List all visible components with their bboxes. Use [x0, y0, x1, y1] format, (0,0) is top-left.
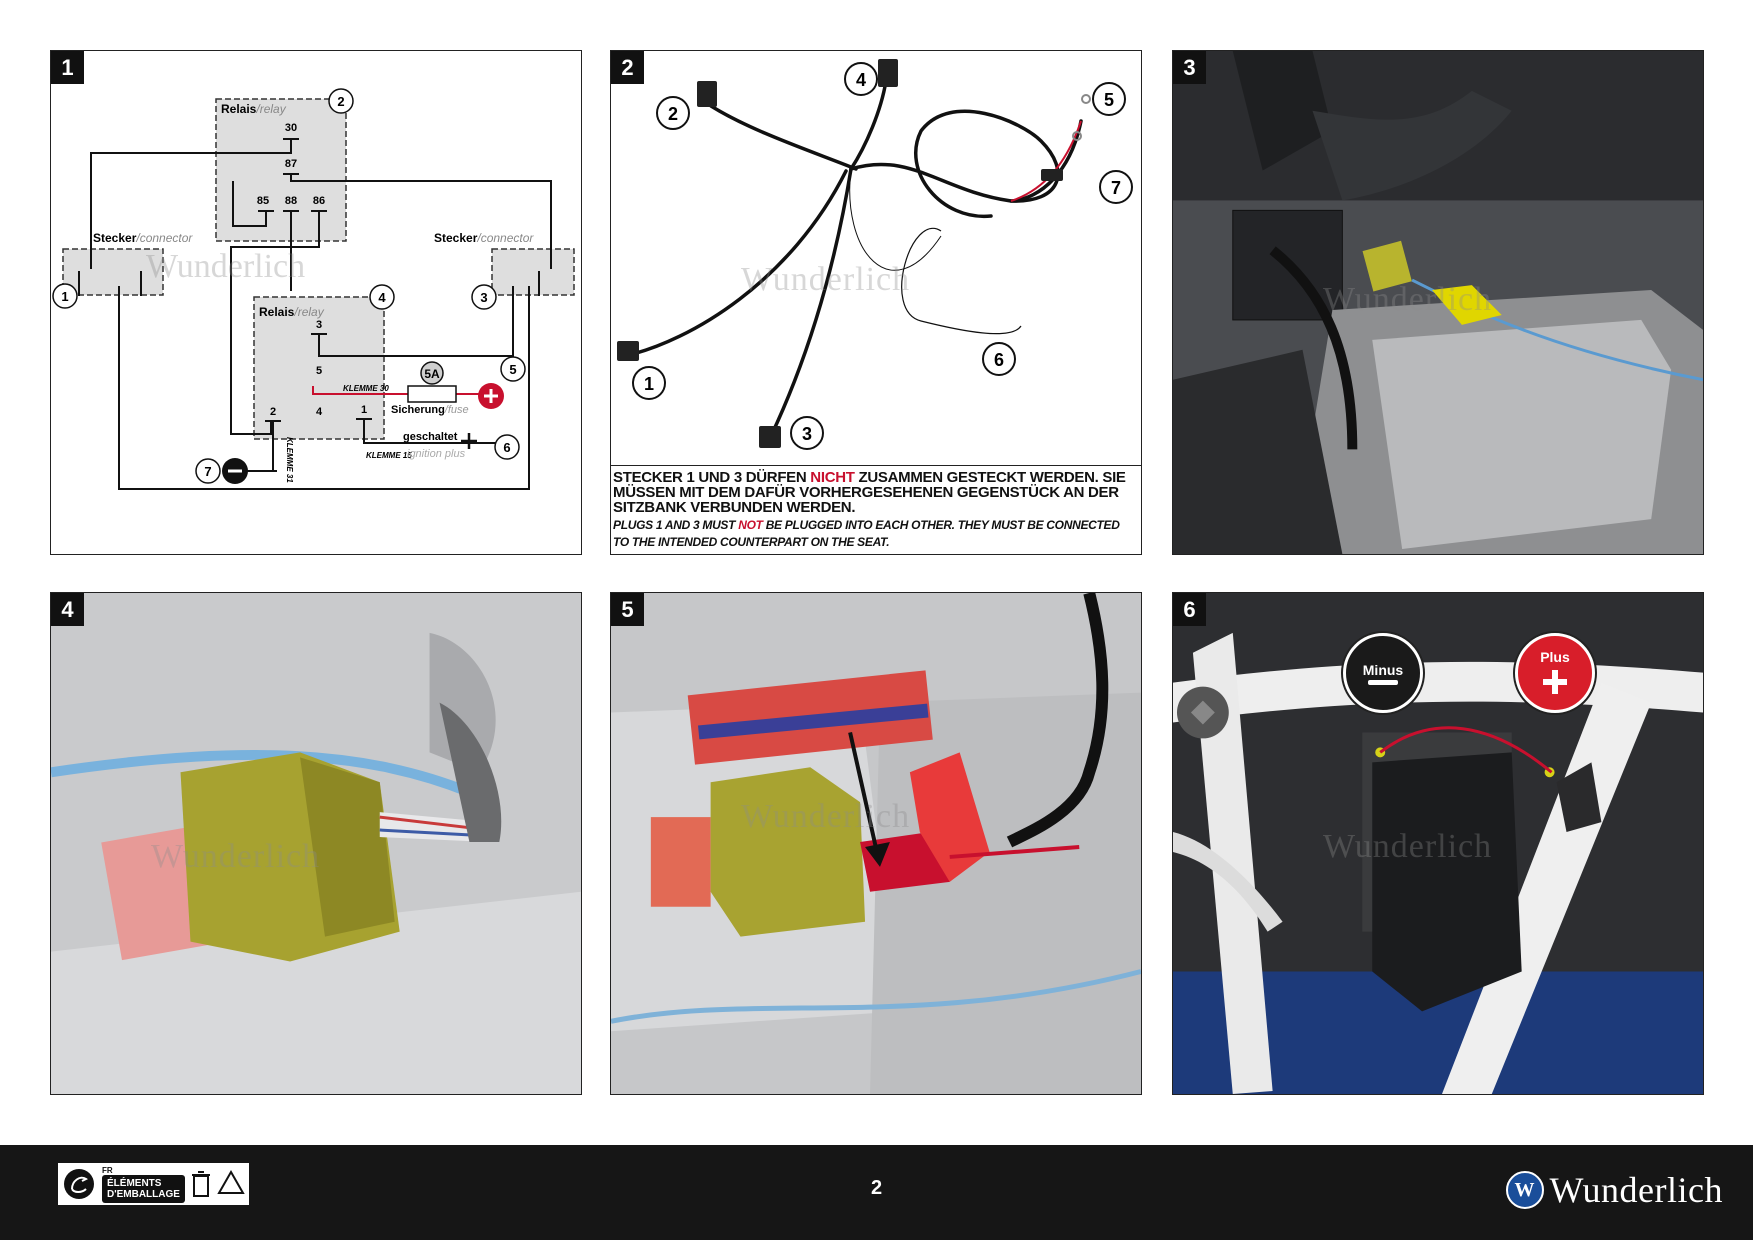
plus-symbol — [461, 433, 477, 449]
brand-logo: W Wunderlich — [1505, 1169, 1724, 1211]
panel-number: 2 — [611, 51, 644, 84]
callout-6: 6 — [503, 440, 510, 455]
klemme-31-label: KLEMME 31 — [285, 437, 294, 483]
switched-label-en: ignition plus — [407, 448, 466, 460]
page-number: 2 — [870, 1177, 883, 1199]
fuse-value-circle — [420, 361, 444, 385]
pin-4: 4 — [316, 406, 323, 418]
panel-number: 4 — [51, 593, 84, 626]
pin-1: 1 — [361, 404, 367, 416]
switched-label: geschaltet — [403, 431, 458, 443]
panel-photo-6: 6 Wunderlich Minus Plus — [1172, 592, 1704, 1095]
brand-icon: W — [1505, 1171, 1544, 1209]
connector-right-box — [491, 248, 575, 296]
callout-1: 1 — [61, 289, 68, 304]
callout-3: 3 — [480, 290, 487, 305]
pin-85: 85 — [257, 195, 269, 207]
brand-name: Wunderlich — [1549, 1170, 1723, 1210]
warning-note: Stecker 1 und 3 dürfen nicht zusammen ge… — [611, 465, 1141, 554]
connector-left-label: Stecker — [93, 231, 137, 245]
pin-88: 88 — [285, 195, 297, 207]
bin-icon — [191, 1171, 210, 1197]
callout-6: 6 — [994, 350, 1004, 370]
minus-bubble: Minus — [1343, 633, 1423, 713]
fuse-label-en: /fuse — [444, 404, 469, 416]
pin-87: 87 — [285, 158, 297, 170]
pin-2: 2 — [270, 406, 276, 418]
panel-number: 6 — [1173, 593, 1206, 626]
relay-bottom-label-en: /relay — [293, 305, 324, 319]
pin-5: 5 — [316, 365, 322, 377]
panel-number: 1 — [51, 51, 84, 84]
minus-label: Minus — [1362, 661, 1404, 678]
plus-label: Plus — [1540, 649, 1570, 665]
photo-tap-connector — [611, 593, 1141, 1094]
relay-top-label: Relais — [221, 102, 257, 116]
panel-number: 3 — [1173, 51, 1206, 84]
connector-right-label-en: /connector — [476, 231, 534, 245]
panel-number: 5 — [611, 593, 644, 626]
photo-connector — [51, 593, 581, 1094]
harness-drawing: 2 4 5 7 6 1 3 — [617, 59, 1133, 450]
panel-photo-3: 3 Wunderlich — [1172, 50, 1704, 555]
callout-2: 2 — [668, 104, 678, 124]
svg-text:Sicherung/fuse: Sicherung/fuse — [391, 404, 469, 416]
photo-battery — [1173, 593, 1703, 1094]
fuse-label: Sicherung — [391, 404, 445, 416]
relay-bottom-box — [253, 296, 385, 440]
callout-5: 5 — [1104, 90, 1114, 110]
relay-top-label-en: /relay — [255, 102, 286, 116]
svg-text:Stecker/connector: Stecker/connector — [93, 231, 193, 245]
plus-bubble: Plus — [1515, 633, 1595, 713]
photo-ecu — [1173, 51, 1703, 554]
relay-top-box — [215, 98, 347, 242]
panel-harness: 2 2 4 5 7 6 1 3 Wunderlich — [610, 50, 1142, 555]
panel-photo-4: 4 Wunderlich — [50, 592, 582, 1095]
panel-wiring-diagram: 1 — [50, 50, 582, 555]
triman-icon — [64, 1169, 94, 1199]
callout-4: 4 — [378, 290, 386, 305]
connector-left-label-en: /connector — [135, 231, 193, 245]
minus-icon — [1368, 679, 1398, 685]
fuse-value: 5A — [424, 367, 440, 381]
recycle-country: FR — [102, 1165, 113, 1175]
callout-4: 4 — [856, 70, 866, 90]
pin-30: 30 — [285, 122, 297, 134]
klemme-15-label: KLEMME 15 — [366, 451, 412, 460]
recycle-triangle-icon — [217, 1169, 245, 1194]
watermark: Wunderlich — [146, 248, 305, 285]
connector-right-label: Stecker — [434, 231, 478, 245]
svg-text:Stecker/connector: Stecker/connector — [434, 231, 534, 245]
svg-text:Relais/relay: Relais/relay — [221, 102, 287, 116]
note-english: Plugs 1 and 3 must not be plugged into e… — [613, 518, 1120, 549]
pin-86: 86 — [313, 195, 325, 207]
callout-7: 7 — [1111, 178, 1121, 198]
callout-7: 7 — [204, 464, 211, 479]
klemme-30-label: KLEMME 30 — [343, 384, 389, 393]
fuse-symbol — [407, 385, 457, 403]
callout-3: 3 — [802, 424, 812, 444]
relay-bottom-label: Relais — [259, 305, 295, 319]
wiring-diagram: 5A Relais/relay Relais/relay Stecker/con… — [52, 88, 575, 490]
note-german: Stecker 1 und 3 dürfen nicht zusammen ge… — [613, 469, 1126, 516]
svg-text:Relais/relay: Relais/relay — [259, 305, 325, 319]
panel-photo-5: 5 Wunderlich — [610, 592, 1142, 1095]
pin-3: 3 — [316, 319, 322, 331]
plus-icon — [1543, 670, 1567, 694]
callout-2: 2 — [337, 94, 344, 109]
callout-5: 5 — [509, 362, 516, 377]
callout-1: 1 — [644, 374, 654, 394]
